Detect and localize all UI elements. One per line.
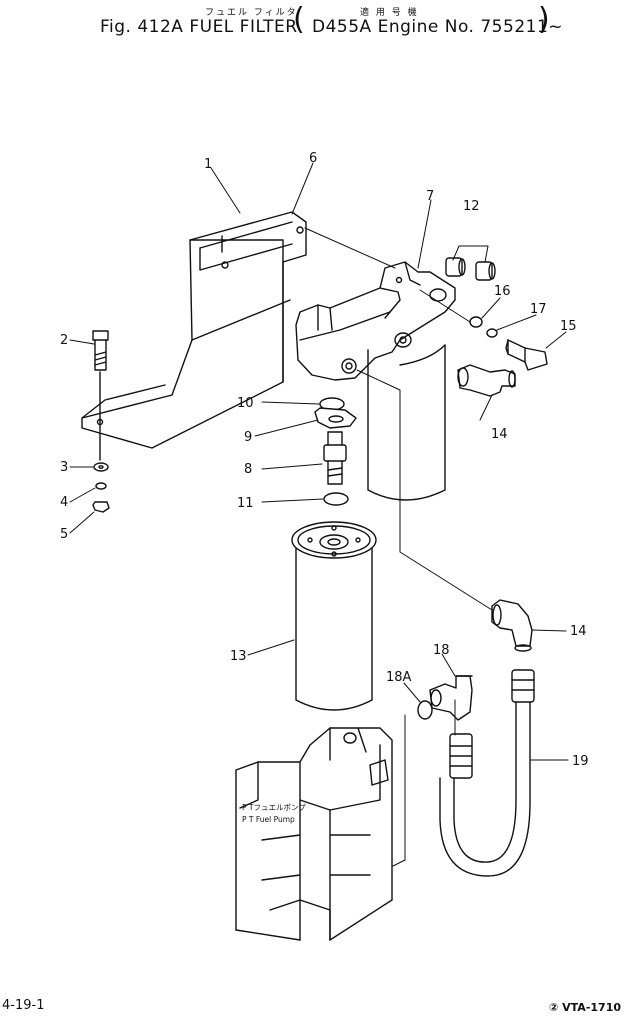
label-part-5: 5 bbox=[60, 527, 68, 542]
label-part-17: 17 bbox=[530, 302, 547, 317]
paren-open: ( bbox=[293, 2, 305, 37]
label-part-18: 18 bbox=[433, 643, 450, 658]
bolt-part-2 bbox=[92, 330, 109, 371]
label-part-6: 6 bbox=[309, 151, 317, 166]
lock-washer-part-4 bbox=[95, 482, 107, 490]
fittings-part-12 bbox=[445, 257, 496, 281]
washer-part-3 bbox=[93, 462, 109, 472]
label-part-3: 3 bbox=[60, 460, 68, 475]
o-ring-part-18a bbox=[417, 700, 433, 720]
connection-lines bbox=[304, 227, 493, 867]
label-part-7: 7 bbox=[426, 189, 434, 204]
title-kana-right: 適 用 号 機 bbox=[360, 8, 419, 18]
pump-label-en: P T Fuel Pump bbox=[242, 815, 295, 824]
bolt-part-15 bbox=[505, 339, 548, 371]
seal-part-16 bbox=[469, 316, 483, 328]
leader-lines bbox=[69, 162, 569, 761]
o-ring-part-11 bbox=[323, 492, 349, 506]
label-part-8: 8 bbox=[244, 462, 252, 477]
paren-close: ) bbox=[538, 2, 550, 37]
nipple-part-8 bbox=[323, 431, 347, 485]
applicable-serial: D455A Engine No. 755211~ bbox=[312, 17, 564, 37]
label-part-1: 1 bbox=[204, 157, 212, 172]
label-part-14-upper: 14 bbox=[491, 427, 508, 442]
filter-head-part-7 bbox=[295, 261, 456, 381]
page-number: 4-19-1 bbox=[2, 998, 45, 1013]
figure-title: Fig. 412A FUEL FILTER bbox=[100, 17, 298, 37]
label-part-15: 15 bbox=[560, 319, 577, 334]
label-part-12: 12 bbox=[463, 199, 480, 214]
label-part-18a: 18A bbox=[386, 670, 412, 685]
elbow-part-14-lower bbox=[491, 599, 533, 652]
label-part-11: 11 bbox=[237, 496, 254, 511]
filter-element-upper bbox=[367, 344, 446, 501]
nut-part-5 bbox=[92, 501, 110, 513]
label-part-14-lower: 14 bbox=[570, 624, 587, 639]
title-kana-left: フュエル フィルタ bbox=[205, 8, 298, 18]
label-part-10: 10 bbox=[237, 396, 254, 411]
bracket-part-1 bbox=[81, 211, 307, 449]
label-part-19: 19 bbox=[572, 754, 589, 769]
document-code: ② VTA-1710 bbox=[549, 1001, 621, 1014]
label-part-4: 4 bbox=[60, 495, 68, 510]
elbow-part-14-upper bbox=[457, 364, 516, 397]
label-part-9: 9 bbox=[244, 430, 252, 445]
label-part-13: 13 bbox=[230, 649, 247, 664]
pump-label-jp: P Tフュエルポンプ bbox=[242, 803, 306, 812]
washer-part-17 bbox=[486, 328, 498, 338]
elbow-part-18 bbox=[429, 675, 473, 721]
fuel-pump-housing bbox=[235, 727, 393, 941]
filter-cartridge-part-13 bbox=[291, 521, 377, 711]
label-part-2: 2 bbox=[60, 333, 68, 348]
label-part-16: 16 bbox=[494, 284, 511, 299]
hose-part-19 bbox=[439, 669, 535, 877]
adapter-plate-part-9 bbox=[314, 407, 357, 429]
